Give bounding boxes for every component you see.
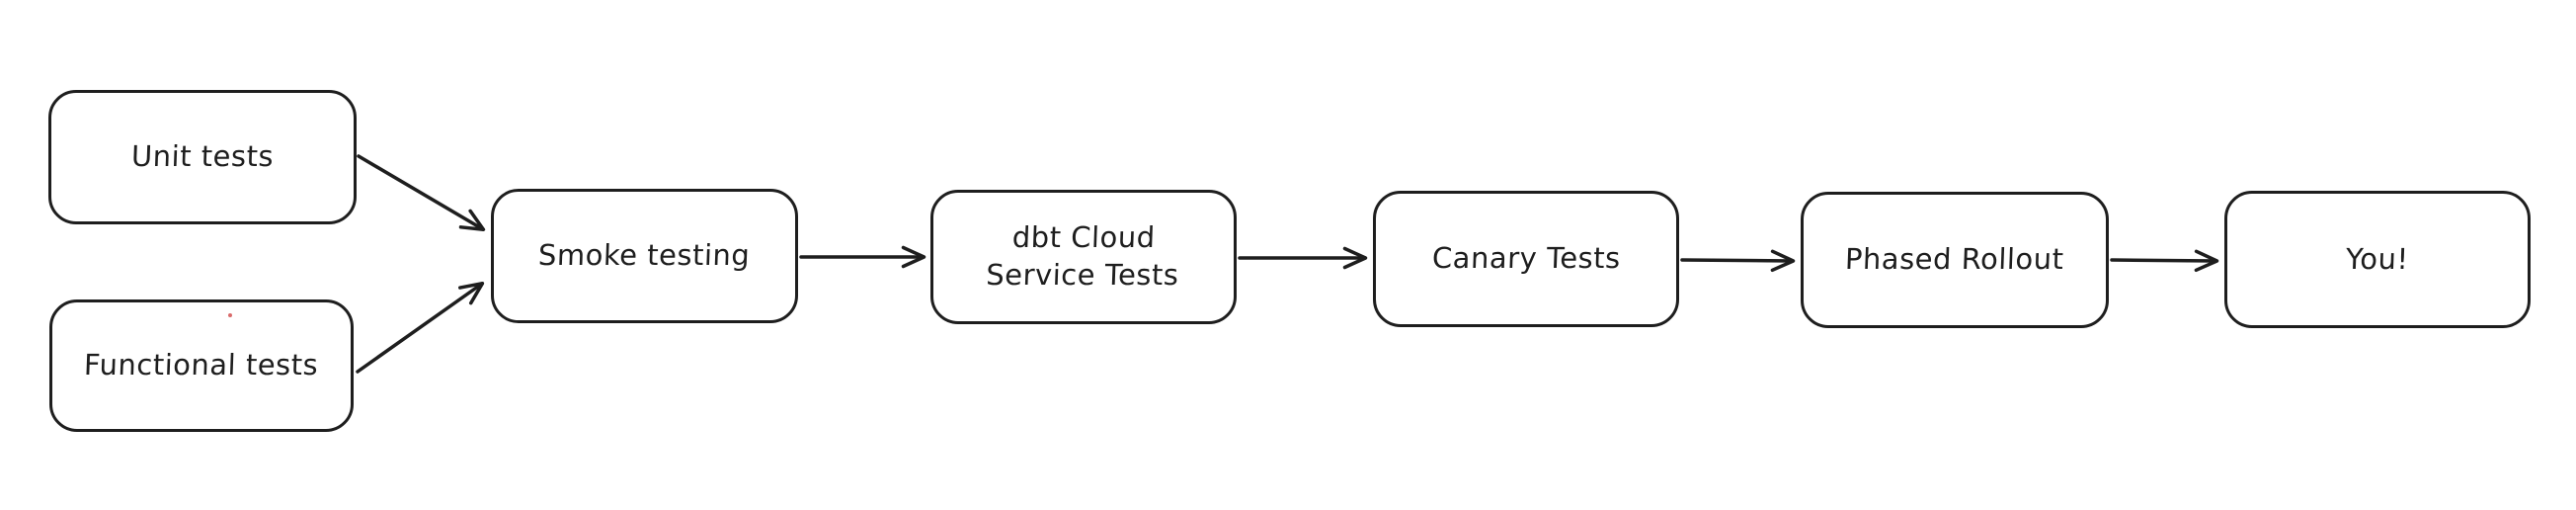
node-you-label: You! xyxy=(2345,241,2410,276)
stray-red-dot xyxy=(228,313,232,317)
arrow-canary-tests-to-phased-rollout xyxy=(1680,249,1796,273)
node-functional-tests: Functional tests xyxy=(49,299,354,432)
arrow-unit-tests-to-smoke-testing xyxy=(357,154,486,232)
node-unit-tests: Unit tests xyxy=(48,90,357,224)
node-smoke-testing-label: Smoke testing xyxy=(537,238,752,273)
node-dbt-cloud-service-tests-label: dbt Cloud Service Tests xyxy=(986,220,1180,292)
node-phased-rollout-label: Phased Rollout xyxy=(1844,242,2065,277)
node-functional-tests-label: Functional tests xyxy=(83,348,320,382)
arrow-phased-rollout-to-you xyxy=(2110,249,2219,273)
node-smoke-testing: Smoke testing xyxy=(491,189,798,323)
node-dbt-cloud-service-tests: dbt Cloud Service Tests xyxy=(930,190,1237,324)
node-you: You! xyxy=(2224,191,2531,328)
node-unit-tests-label: Unit tests xyxy=(130,139,275,174)
node-phased-rollout: Phased Rollout xyxy=(1801,192,2109,328)
node-canary-tests-label: Canary Tests xyxy=(1431,241,1621,276)
arrow-functional-tests-to-smoke-testing xyxy=(356,281,485,374)
node-canary-tests: Canary Tests xyxy=(1373,191,1679,327)
